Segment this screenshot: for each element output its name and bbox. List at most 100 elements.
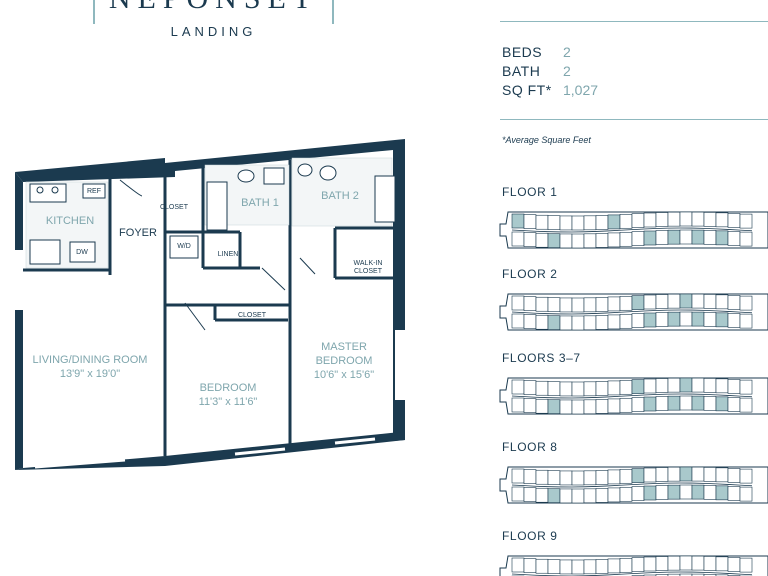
key-plan-unit — [739, 295, 753, 311]
key-plan-unit — [595, 488, 609, 503]
key-plan-unit — [667, 311, 681, 327]
dw-label: DW — [76, 249, 88, 256]
key-plan-unit — [739, 557, 753, 573]
living-dim: 13'9" x 19'0" — [60, 368, 120, 380]
key-plan-unit — [643, 556, 657, 572]
spec-sqft-value: 1,027 — [563, 82, 599, 98]
key-plan-unit — [691, 484, 705, 500]
key-plan-unit — [607, 469, 621, 485]
key-plan-unit — [691, 311, 705, 327]
key-plan-unit — [619, 313, 633, 329]
key-plan-unit — [535, 558, 549, 574]
window-left — [15, 250, 23, 310]
floor-label-1: FLOOR 1 — [502, 185, 558, 199]
key-plan-unit — [595, 297, 609, 312]
key-plan-unit — [535, 380, 549, 396]
key-plan-unit — [559, 399, 573, 415]
key-plan-unit — [595, 470, 609, 485]
logo-title: NEPONSET — [93, 0, 334, 16]
floor-label-2: FLOOR 2 — [502, 267, 558, 281]
key-plan-unit — [703, 556, 717, 571]
key-plan-unit — [715, 378, 729, 394]
key-plan-unit — [727, 486, 741, 501]
logo-subtitle-text: LANDING — [162, 24, 265, 39]
key-plan-unit — [703, 312, 717, 327]
key-plan-unit — [727, 313, 741, 328]
key-plan-unit — [547, 215, 561, 230]
key-plan-unit — [679, 211, 693, 227]
key-plan-unit — [691, 211, 705, 227]
key-plan-unit — [535, 296, 549, 312]
closet-label: CLOSET — [160, 204, 189, 211]
key-plan-unit — [511, 397, 525, 413]
key-plan-unit — [667, 555, 681, 571]
spec-bath-label: BATH — [502, 63, 541, 79]
bath1-label: BATH 1 — [241, 197, 279, 209]
key-plan-unit — [559, 297, 573, 313]
key-plan-unit — [595, 215, 609, 230]
key-plan-unit — [739, 486, 753, 502]
key-plan-unit — [691, 229, 705, 245]
key-plan-unit — [655, 485, 669, 500]
key-plan-unit — [571, 488, 585, 504]
key-plan-unit — [703, 230, 717, 245]
key-plan-unit — [511, 557, 525, 573]
ref-label: REF — [87, 188, 101, 195]
key-plan-unit — [607, 296, 621, 312]
key-plan-unit — [715, 396, 729, 412]
key-plan-unit — [607, 314, 621, 330]
spec-sqft-label: SQ FT* — [502, 82, 552, 98]
window — [234, 447, 286, 456]
key-plan-unit — [679, 395, 693, 411]
key-plan-unit — [511, 379, 525, 395]
key-plan-unit — [523, 232, 537, 247]
key-plan-unit — [727, 295, 741, 310]
key-plan-unit — [571, 233, 585, 249]
floor-label-9: FLOOR 9 — [502, 529, 558, 543]
key-plan-unit — [607, 214, 621, 230]
bedroom-dim: 11'3" x 11'6" — [199, 396, 258, 408]
key-plan-unit — [703, 396, 717, 411]
key-plan-unit — [535, 232, 549, 248]
key-plan-unit — [559, 488, 573, 504]
top-divider — [500, 21, 768, 22]
key-plan-unit — [739, 313, 753, 329]
key-plan-floor-1 — [499, 211, 768, 249]
key-plan-unit — [559, 381, 573, 397]
key-plan-unit — [739, 213, 753, 229]
key-plan-unit — [535, 469, 549, 485]
key-plan-unit — [607, 487, 621, 503]
key-plan-unit — [703, 467, 717, 482]
key-plan-unit — [607, 558, 621, 574]
spec-beds-value: 2 — [563, 44, 571, 60]
key-plan-unit — [511, 213, 525, 229]
key-plan-unit — [667, 484, 681, 500]
key-plan-unit — [523, 398, 537, 413]
walkin-closet-label: CLOSET — [354, 268, 383, 275]
key-plan-unit — [679, 311, 693, 327]
living-label: LIVING/DINING ROOM — [33, 354, 148, 366]
key-plan-unit — [511, 295, 525, 311]
bedroom-closet-label: CLOSET — [238, 312, 267, 319]
key-plan-unit — [655, 574, 669, 576]
key-plan-unit — [571, 315, 585, 331]
key-plan-unit — [631, 486, 645, 501]
key-plan-unit — [715, 212, 729, 228]
key-plan-unit — [571, 470, 585, 486]
key-plan-unit — [559, 559, 573, 575]
key-plan-unit — [607, 232, 621, 248]
key-plan-floor-4 — [499, 466, 768, 504]
key-plan-unit — [679, 573, 693, 576]
walkin-label: WALK-IN — [354, 260, 383, 267]
key-plan-unit — [667, 395, 681, 411]
key-plan-unit — [727, 379, 741, 394]
key-plan-unit — [547, 470, 561, 485]
key-plan-unit — [535, 314, 549, 330]
key-plan-unit — [715, 312, 729, 328]
key-plan-unit — [631, 313, 645, 328]
key-plan-unit — [655, 312, 669, 327]
key-plan-unit — [643, 396, 657, 412]
key-plan-unit — [715, 294, 729, 310]
key-plan-unit — [523, 558, 537, 573]
kitchen-label: KITCHEN — [46, 215, 94, 227]
